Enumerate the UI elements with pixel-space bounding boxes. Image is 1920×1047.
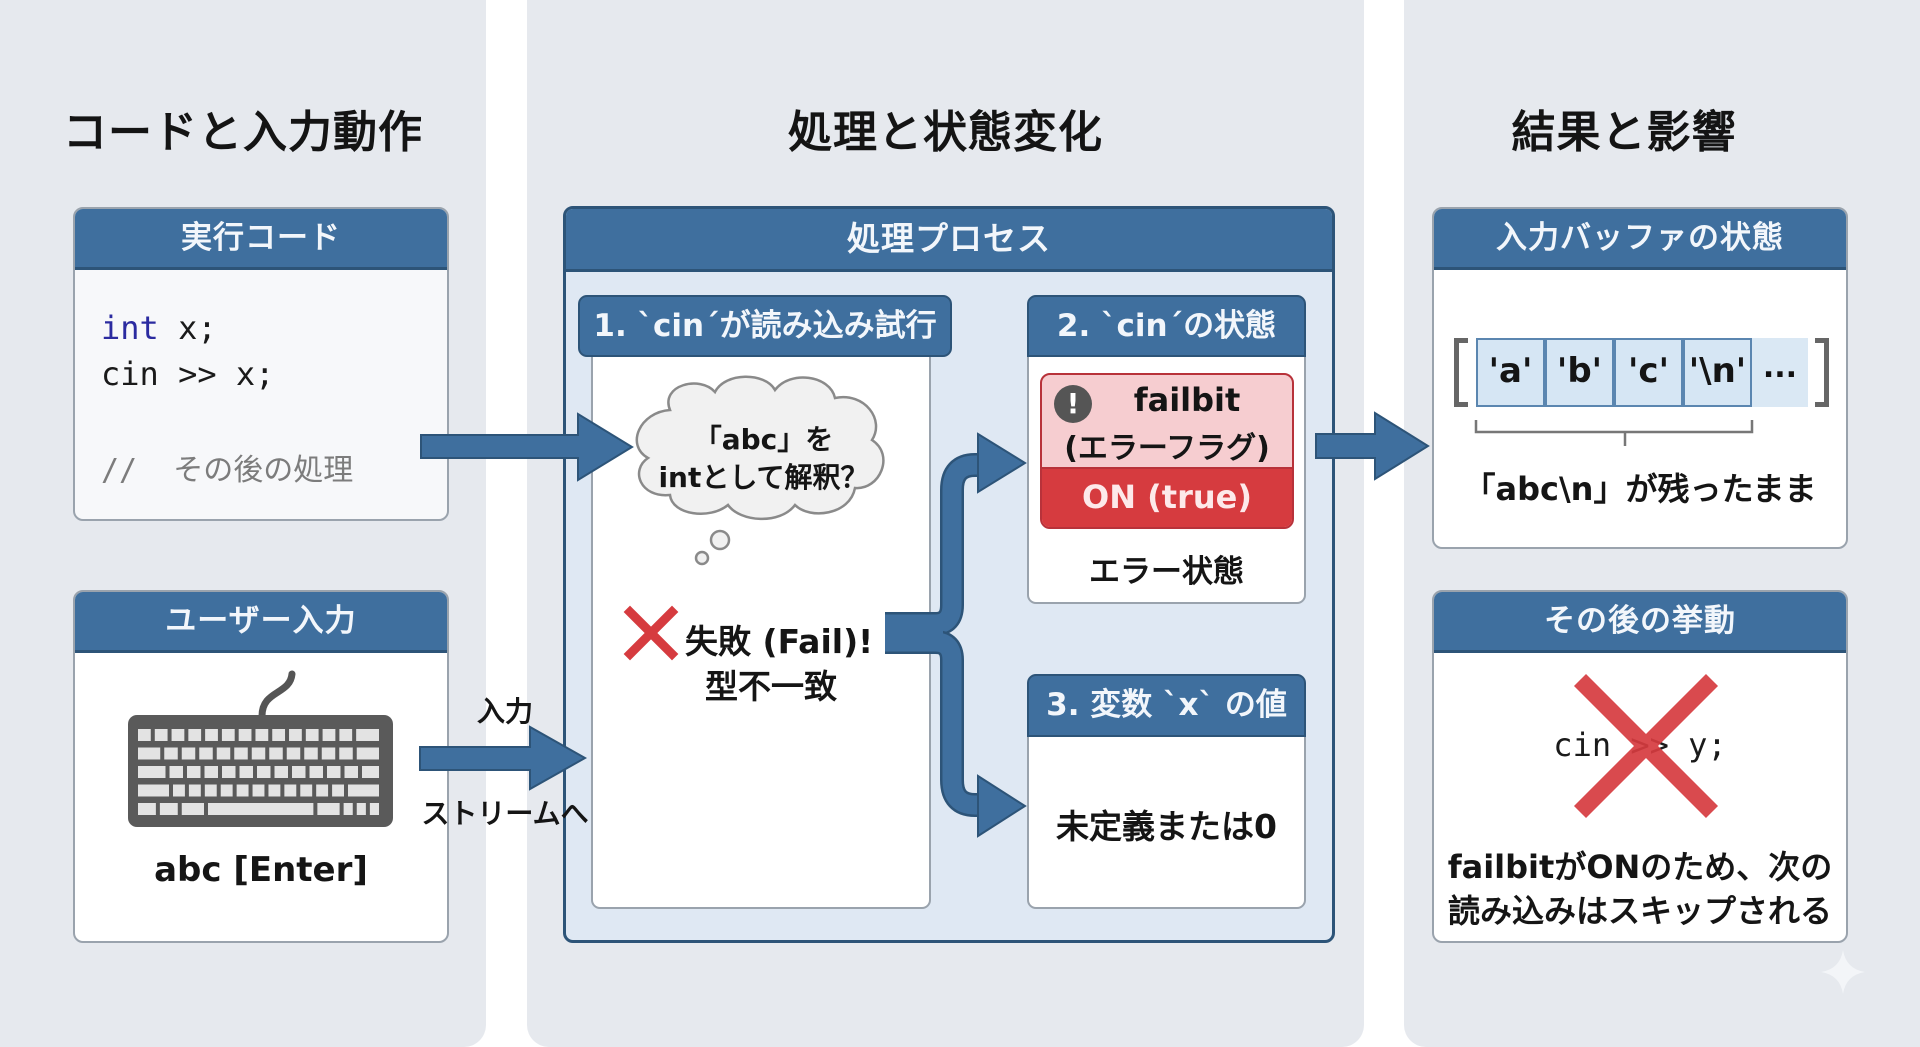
thought-line-1: 「abc」を: [693, 423, 834, 456]
bracket-right: [1815, 338, 1829, 407]
code-keyword: int: [101, 309, 159, 347]
behavior-line-2: 読み込みはスキップされる: [1447, 892, 1832, 930]
code-card-header: 実行コード: [75, 209, 447, 270]
user-input-card: ユーザー入力 abc [Enter]: [73, 590, 449, 943]
code-comment: // その後の処理: [101, 453, 354, 488]
flag-description: (エラーフラグ): [1064, 431, 1270, 466]
column-title: コードと入力動作: [63, 107, 423, 158]
typed-text: abc [Enter]: [154, 850, 368, 890]
failbit-flag-box: ! failbit (エラーフラグ) ON (true): [1040, 373, 1294, 529]
fail-line-2: 型不一致: [705, 667, 837, 706]
behavior-card: その後の挙動 cin >> y; failbitがONのため、次の 読み込みはス…: [1432, 590, 1848, 943]
code-line-1: int x;: [101, 309, 217, 347]
fail-line-1: 失敗 (Fail)!: [685, 622, 874, 661]
arrow-label-stream: ストリームへ: [421, 797, 589, 830]
arrow-label-input: 入力: [476, 695, 533, 728]
exclamation-icon: !: [1054, 385, 1092, 423]
user-input-header: ユーザー入力: [75, 592, 447, 653]
code-line-2: cin >> x;: [101, 355, 274, 393]
bracket-left: [1454, 338, 1468, 407]
code-text: x;: [158, 309, 217, 347]
behavior-line-1: failbitがONのため、次の: [1447, 848, 1833, 886]
buffer-cell: 'c': [1614, 338, 1683, 407]
step3-header: 3. 変数 `x` の値: [1027, 674, 1306, 737]
code-text: cin >> x;: [101, 355, 275, 393]
x-value: 未定義または0: [1056, 807, 1277, 846]
step1-header: 1. `cin´が読み込み試行: [578, 295, 952, 357]
thought-line-2: intとして解釈？: [658, 461, 869, 494]
buffer-header: 入力バッファの状態: [1434, 209, 1846, 270]
error-status: エラー状態: [1089, 554, 1244, 590]
buffer-cell: 'a': [1476, 338, 1545, 407]
step2-header: 2. `cin´の状態: [1027, 295, 1306, 357]
buffer-more: ...: [1752, 338, 1808, 407]
flag-name: failbit: [1133, 381, 1241, 419]
code-card: 実行コード int x; cin >> x; // その後の処理: [73, 207, 449, 521]
column-title: 結果と影響: [1511, 107, 1737, 158]
buffer-cell: '\n': [1683, 338, 1752, 407]
buffer-caption: 「abc\n」が残ったまま: [1463, 470, 1817, 508]
column-title: 処理と状態変化: [788, 107, 1103, 158]
flag-value: ON (true): [1042, 467, 1292, 527]
behavior-header: その後の挙動: [1434, 592, 1846, 653]
process-header: 処理プロセス: [566, 209, 1332, 272]
blocked-code: cin >> y;: [1553, 726, 1727, 764]
buffer-cell: 'b': [1545, 338, 1614, 407]
